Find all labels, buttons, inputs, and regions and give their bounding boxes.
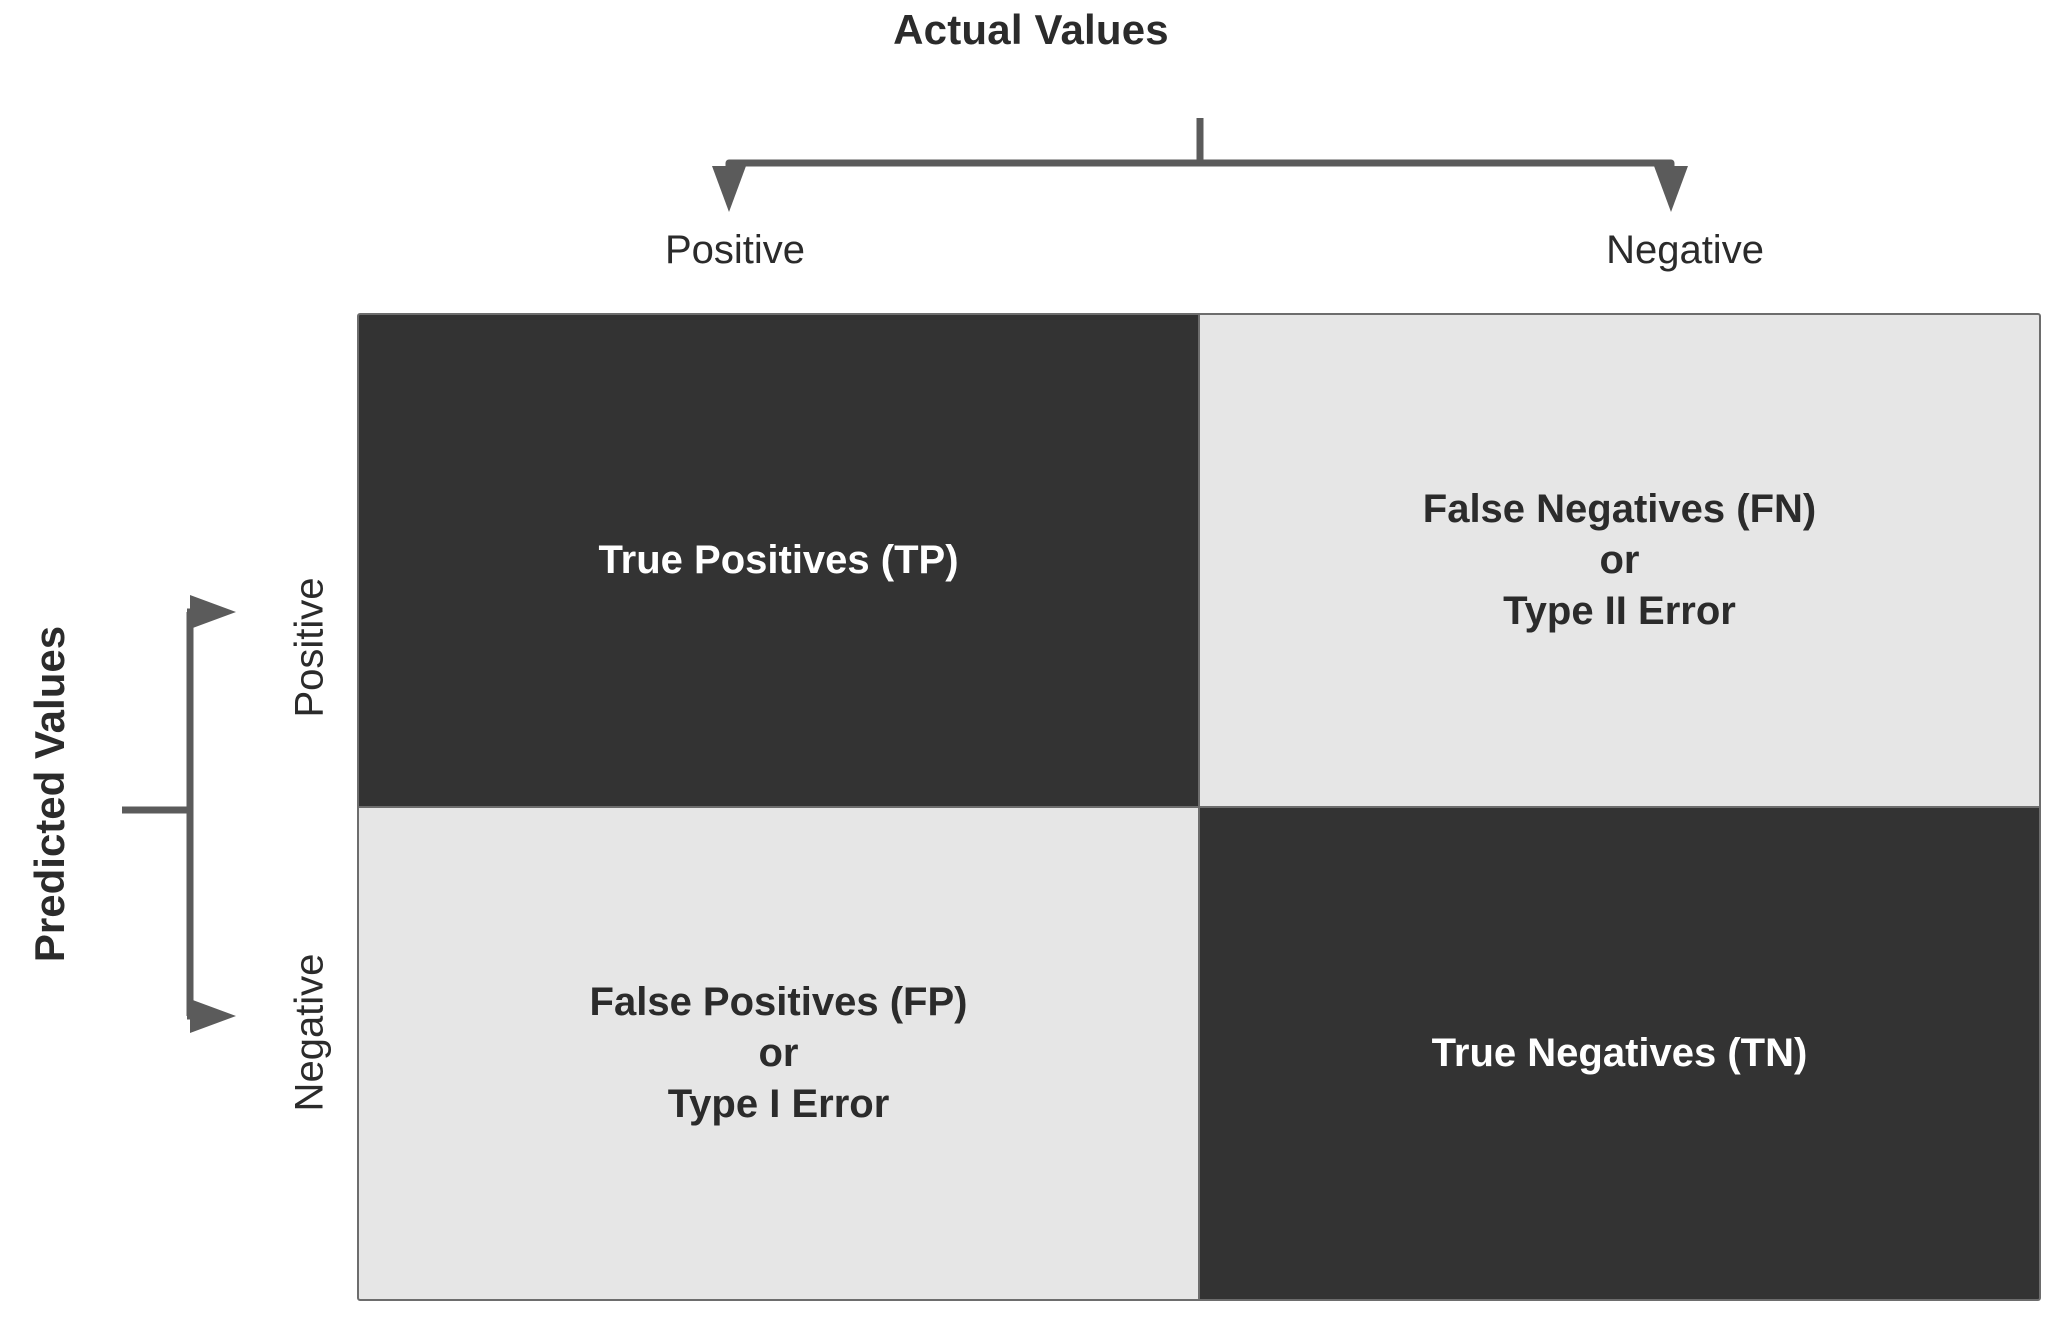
cell-false-negatives[interactable]: False Negatives (FN) or Type II Error (1200, 315, 2039, 806)
left-bracket (122, 608, 194, 1020)
top-bracket-arrow-left (712, 166, 746, 212)
top-bracket (725, 118, 1675, 167)
cell-true-negatives-label: True Negatives (TN) (1431, 1030, 1808, 1075)
predicted-values-title: Predicted Values (26, 625, 73, 963)
cell-false-positives[interactable]: False Positives (FP) or Type I Error (359, 808, 1198, 1299)
cell-false-negatives-label: False Negatives (FN) or Type II Error (1422, 486, 1817, 634)
cell-false-positives-label: False Positives (FP) or Type I Error (589, 979, 968, 1127)
cell-true-positives-label: True Positives (TP) (598, 537, 959, 582)
left-bracket-arrow-top (190, 595, 236, 629)
column-label-positive: Positive (664, 228, 806, 272)
actual-values-title: Actual Values (893, 6, 1169, 53)
cell-true-positives[interactable]: True Positives (TP) (359, 315, 1198, 806)
row-label-negative: Negative (287, 953, 332, 1112)
left-bracket-arrow-bottom (190, 999, 236, 1033)
cell-true-negatives[interactable]: True Negatives (TN) (1200, 808, 2039, 1299)
top-bracket-arrow-right (1654, 166, 1688, 212)
column-label-negative: Negative (1606, 228, 1764, 272)
row-label-positive: Positive (287, 577, 332, 718)
matrix-grid: True Positives (TP) False Negatives (FN)… (357, 313, 2041, 1301)
